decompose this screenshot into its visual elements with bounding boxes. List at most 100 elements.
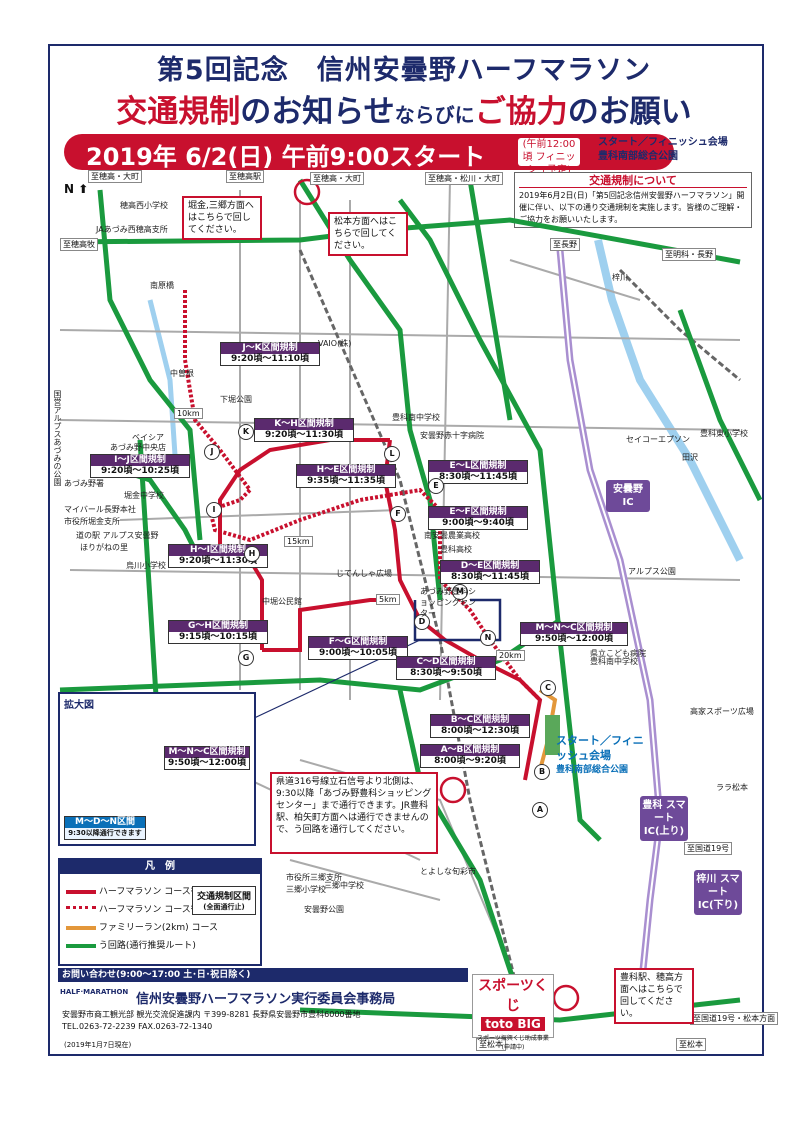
legend-return: ハーフマラソン コース復路 (98, 905, 209, 915)
road-label: 至長野 (550, 238, 580, 251)
place-label: あづみ野署 (64, 479, 104, 488)
place-label: 三郷中学校 (324, 881, 364, 890)
legend-detour: う回路(通行推奨ルート) (98, 941, 196, 951)
km-marker: 15km (284, 536, 313, 547)
contact-address: 安曇野市商工観光部 観光交流促進課内 〒399-8281 長野県安曇野市豊科60… (62, 1010, 361, 1019)
place-label: 市役所三郷支所 (286, 873, 342, 882)
km-marker: 5km (376, 594, 400, 605)
place-label: 豊科南中学校 (392, 413, 440, 422)
course-point: F (390, 506, 406, 522)
venue-info: スタート／フィニッシュ会場豊科南部総合公園 (598, 136, 728, 164)
compass-icon: ⬆ (74, 182, 89, 196)
date-banner: 2019年 6/2(日) 午前9:00スタート (午前12:00頃 フィニッシュ… (64, 134, 674, 176)
place-label: 高家スポーツ広場 (690, 707, 754, 716)
place-label: 市役所堀金支所 (64, 517, 120, 526)
place-label: セイコーエプソン (626, 435, 690, 444)
interchange-azusa: 梓川 スマート IC(下り) (694, 870, 742, 915)
place-label: じてんしゃ広場 (336, 569, 392, 578)
course-point: M (452, 584, 468, 600)
road-label: 至穂高・大町 (310, 172, 364, 185)
zoom-title: 拡大図 (64, 700, 94, 711)
road-label: 至穂高牧 (60, 238, 98, 251)
venue-label: スタート／フィニッシュ会場 (598, 137, 728, 148)
road-label: 至穂高・大町 (88, 170, 142, 183)
start-finish-label: スタート／フィニッシュ会場豊科南部総合公園 (556, 734, 644, 775)
road-label: 至穂高・松川・大町 (425, 172, 503, 185)
legend-outbound: ハーフマラソン コース往路 (98, 887, 209, 897)
place-label: マイバール長野本社 (64, 505, 136, 514)
legend-regulation: 交通規制区間(全面通行止) (192, 886, 256, 915)
course-point: G (238, 650, 254, 666)
km-marker: 20km (496, 650, 525, 661)
place-label: アルプス公園 (628, 567, 676, 576)
road-label: 至松本 (676, 1038, 706, 1051)
place-label: 中曽根 (170, 369, 194, 378)
place-label: 堀金中学校 (124, 491, 164, 500)
course-point: I (206, 502, 222, 518)
place-label: 県立こども病院 (590, 649, 646, 658)
place-label: ララ松本 (716, 783, 748, 792)
place-label: 安曇野赤十字病院 (420, 431, 484, 440)
subtitle-b: のお知らせ (240, 94, 395, 130)
contact-tel: TEL.0263-72-2239 FAX.0263-72-1340 (62, 1022, 213, 1031)
detour-callout-topmid: 松本方面へはこちらで回してください。 (328, 212, 408, 256)
place-label: 南安曇農業高校 (424, 531, 480, 540)
course-point: L (384, 446, 400, 462)
date-note: (2019年1月7日現在) (64, 1041, 132, 1049)
traffic-info-text: 2019年6月2日(日)「第5回記念信州安曇野ハーフマラソン」開催に伴い、以下の… (519, 191, 745, 224)
road-label: 至明科・長野 (662, 248, 716, 261)
place-label: 中堀公民館 (262, 597, 302, 606)
course-point: N (480, 630, 496, 646)
legend-title: 凡 例 (60, 860, 260, 874)
course-point: J (204, 444, 220, 460)
page-title: 第5回記念 信州安曇野ハーフマラソン (156, 55, 652, 86)
place-label: 南原橋 (150, 281, 174, 290)
place-label: とよしな旬彩市 (420, 867, 476, 876)
legend-family: ファミリーラン(2km) コース (98, 923, 219, 933)
traffic-info-box: 交通規制について 2019年6月2日(日)「第5回記念信州安曇野ハーフマラソン」… (514, 172, 752, 228)
poster-frame (48, 44, 764, 1056)
course-point: C (540, 680, 556, 696)
place-label: ベイシア (132, 433, 164, 442)
place-label: VAIO(株) (318, 339, 352, 348)
interchange-toyoshina: 豊科 スマート IC(上り) (640, 796, 688, 841)
place-label: あづみ野中央店 (110, 443, 166, 452)
venue-name: 豊科南部総合公園 (598, 151, 678, 162)
contact-box: お問い合わせ(9:00～17:00 土･日･祝日除く) HALF·MARATHO… (58, 968, 468, 1034)
detour-callout-bottommid: 県道316号線立石信号より北側は、9:30以降「あづみ野豊科ショッピングセンター… (270, 772, 438, 854)
place-label: 三郷小学校 (286, 885, 326, 894)
place-label: 豊科東小学校 (700, 429, 748, 438)
place-label: 田沢 (682, 453, 698, 462)
finish-note: (午前12:00頃 フィニッシュ予定) (518, 138, 580, 176)
place-label: 豊科高校 (440, 545, 472, 554)
race-date: 2019年 6/2(日) 午前9:00スタート (86, 143, 486, 171)
place-label: 梓川 (612, 273, 628, 282)
course-point: H (244, 546, 260, 562)
place-label: 穂高西小学校 (120, 201, 168, 210)
place-label: ほりがねの里 (80, 543, 128, 552)
subtitle-e: のお願い (567, 94, 692, 130)
interchange-azumino: 安曇野 IC (606, 480, 650, 512)
place-label: 道の駅 アルプス安曇野 (76, 531, 159, 540)
subtitle-c: ならびに (394, 103, 475, 127)
subtitle-a: 交通規制 (116, 94, 241, 130)
contact-org: 信州安曇野ハーフマラソン実行委員会事務局 (136, 992, 396, 1007)
legend: 凡 例 ハーフマラソン コース往路 ハーフマラソン コース復路 ファミリーラン(… (58, 858, 262, 966)
course-point: A (532, 802, 548, 818)
road-label: 至国道19号 (684, 842, 733, 855)
course-point: D (414, 614, 430, 630)
